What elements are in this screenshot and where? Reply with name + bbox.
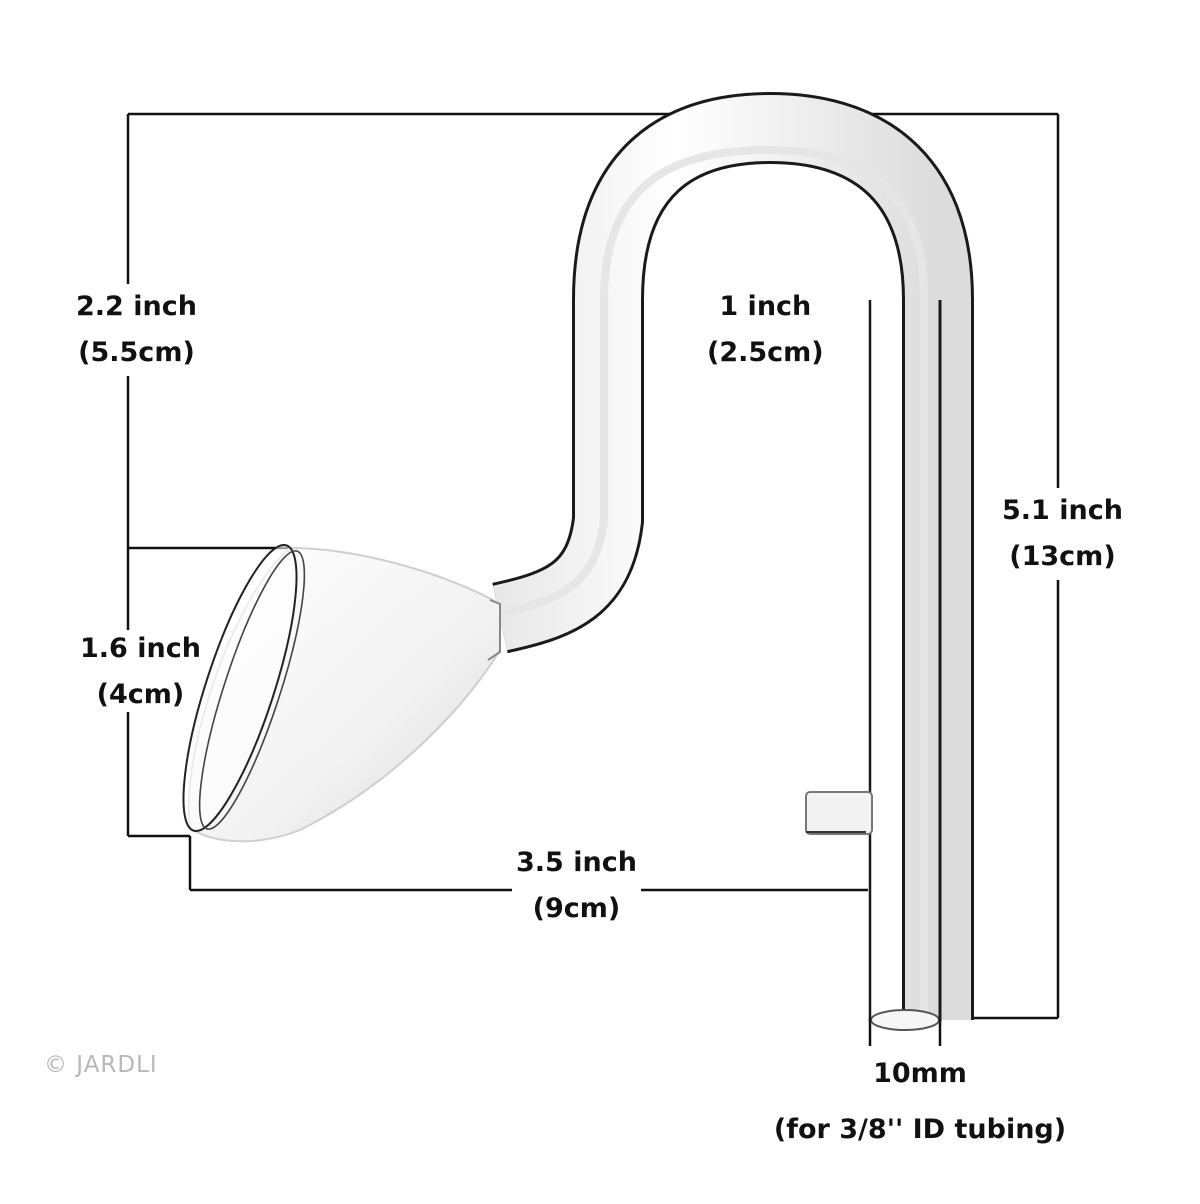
- top-height-inch: 2.2 inch: [76, 291, 197, 322]
- mouth-height-dimension-label: 1.6 inch (4cm): [76, 626, 205, 718]
- total-width-cm: (9cm): [532, 893, 621, 924]
- bend-width-dimension-label: 1 inch (2.5cm): [703, 284, 828, 376]
- total-width-inch: 3.5 inch: [516, 847, 637, 878]
- lily-bowl: [182, 543, 501, 843]
- copyright-watermark: © JARDLI: [44, 1052, 158, 1078]
- dimension-lines: [126, 112, 1060, 1048]
- mouth-height-cm: (4cm): [96, 679, 185, 710]
- tube-diameter-note: (for 3/8'' ID tubing): [773, 1114, 1067, 1145]
- total-height-inch: 5.1 inch: [1002, 495, 1123, 526]
- glass-pipe: [182, 91, 974, 1031]
- side-nozzle: [805, 791, 873, 835]
- tube-diameter-dimension-label: 10mm (for 3/8'' ID tubing): [766, 1046, 1074, 1158]
- mouth-height-inch: 1.6 inch: [80, 633, 201, 664]
- total-height-dimension-label: 5.1 inch (13cm): [998, 488, 1127, 580]
- total-height-cm: (13cm): [1009, 541, 1116, 572]
- tube-diameter-mm: 10mm: [873, 1058, 967, 1089]
- total-width-dimension-label: 3.5 inch (9cm): [512, 840, 641, 932]
- top-height-cm: (5.5cm): [78, 337, 195, 368]
- bend-width-cm: (2.5cm): [707, 337, 824, 368]
- bend-width-inch: 1 inch: [719, 291, 812, 322]
- top-height-dimension-label: 2.2 inch (5.5cm): [72, 284, 201, 376]
